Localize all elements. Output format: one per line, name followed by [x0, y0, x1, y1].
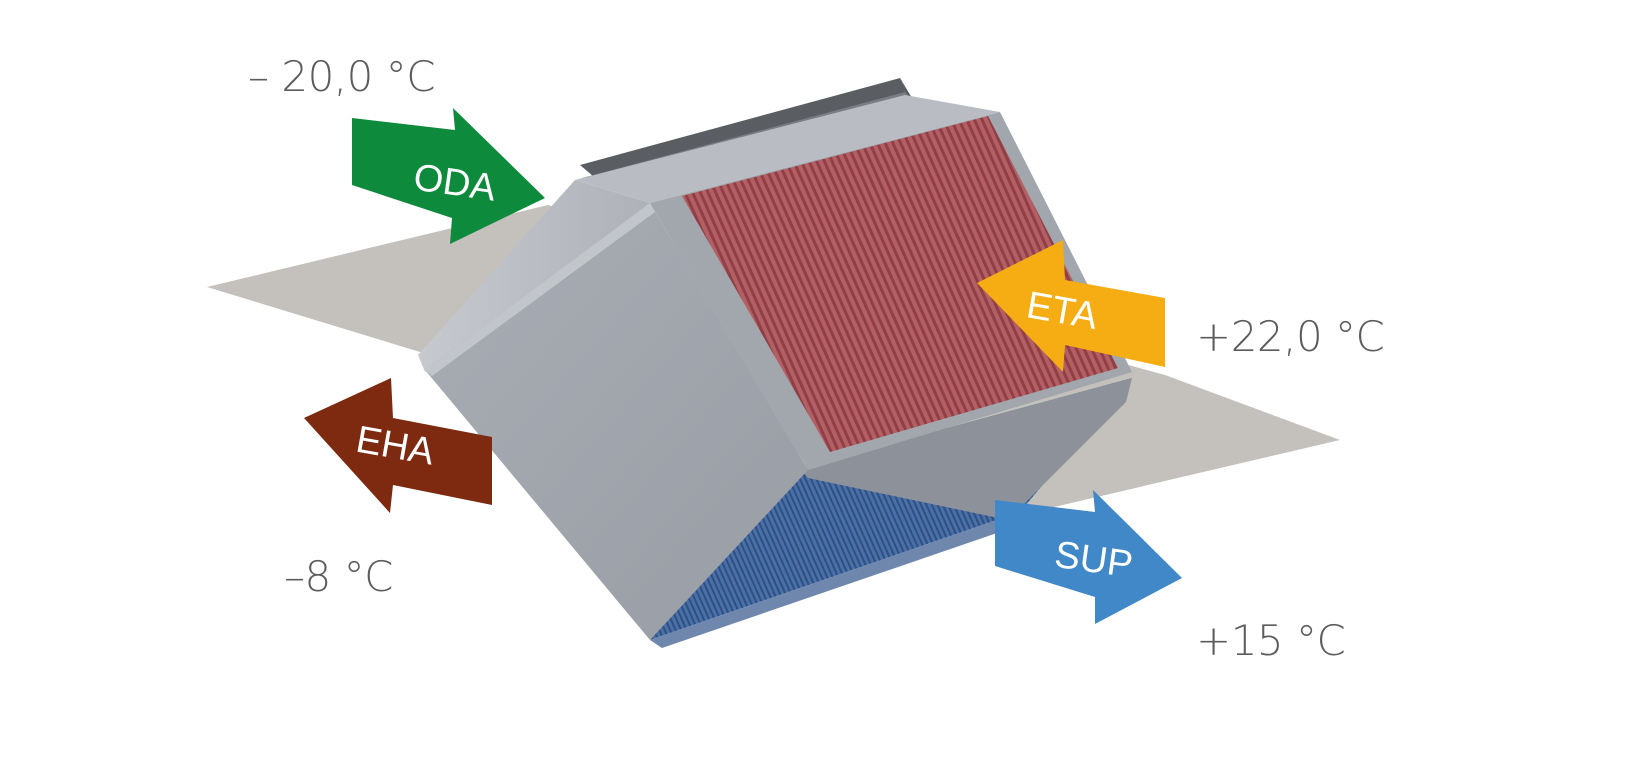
eha-temperature: –8 °C: [284, 552, 393, 601]
sup-temperature: +15 °C: [1196, 616, 1346, 665]
housing-front-face: [425, 203, 808, 640]
top-rail: [580, 78, 912, 182]
housing-top-lid: [575, 95, 1000, 203]
housing-bevel: [418, 180, 650, 372]
eta-arrow: ETA: [977, 240, 1165, 372]
exhaust-core: [682, 116, 1118, 452]
supply-core-rim: [650, 512, 1035, 648]
oda-temperature: – 20,0 °C: [248, 52, 436, 101]
sup-arrow: SUP: [995, 490, 1182, 624]
eha-arrow: EHA: [304, 378, 492, 513]
housing-lower-panel: [800, 378, 1132, 520]
oda-arrow: ODA: [352, 108, 545, 244]
eta-temperature: +22,0 °C: [1196, 312, 1385, 361]
